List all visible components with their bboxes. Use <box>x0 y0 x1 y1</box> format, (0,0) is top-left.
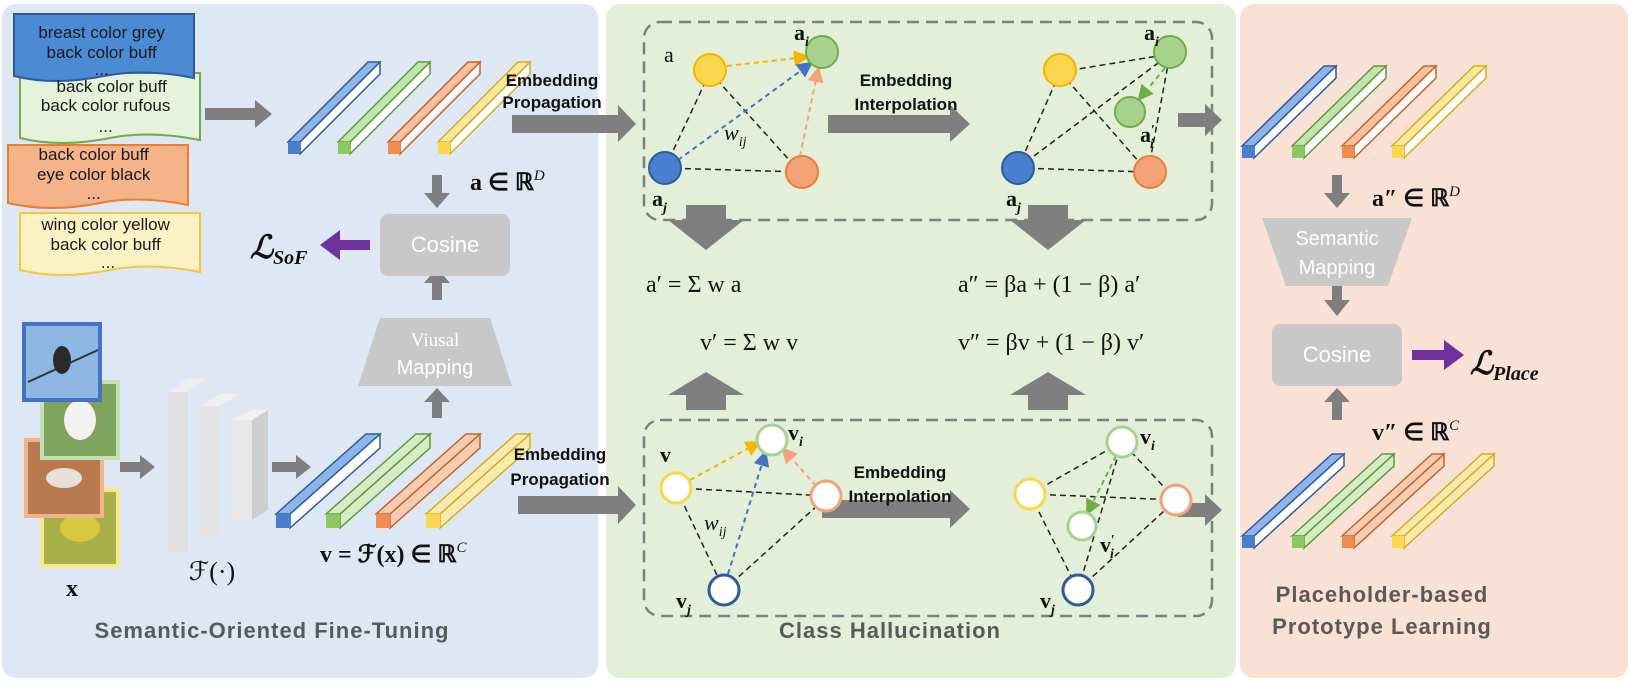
visual-embedding-bars <box>274 432 532 530</box>
x-label: x <box>66 576 78 602</box>
emb-interp-top-1: Embedding <box>860 71 953 90</box>
note-1-line-2: back color buff <box>47 43 158 62</box>
left-panel-title: Semantic-Oriented Fine-Tuning <box>95 618 450 643</box>
node-vi-bottom-left: vi <box>788 420 803 450</box>
note-2-line-3: ... <box>99 117 113 136</box>
v-equation-label: v = ℱ(x) ∈ ℝC <box>320 540 467 568</box>
wij-top: wij <box>724 120 747 150</box>
cnn-backbone <box>168 378 268 552</box>
note-4-line-1: wing color yellow <box>40 215 170 234</box>
bird-images <box>22 322 120 568</box>
note-2-line-2: back color rufous <box>41 96 170 115</box>
note-2 <box>19 72 201 144</box>
note-3-line-1: back color buff <box>39 145 150 164</box>
graph-v-label: v <box>660 442 671 467</box>
equation-v-prime: v′ = Σ w v <box>700 330 798 356</box>
visual-bar-1 <box>324 432 432 530</box>
node-vi-prime-bottom-right: v′i <box>1100 532 1115 562</box>
emb-prop-top-2: Propagation <box>502 93 601 112</box>
right-panel-title-line-2: Prototype Learning <box>1272 614 1492 639</box>
semantic-mapping-line-1: Semantic <box>1295 228 1378 250</box>
graph-v-propagation <box>659 423 843 607</box>
a-in-rd-label: a ∈ ℝD <box>470 168 545 196</box>
panel-class-hallucination <box>606 4 1236 678</box>
graph-a-propagation <box>648 35 839 189</box>
note-1-line-1: breast color grey <box>38 23 165 42</box>
emb-prop-top-1: Embedding <box>506 71 599 90</box>
emb-prop-bottom-2: Propagation <box>510 470 609 489</box>
visual-bar-2 <box>374 432 482 530</box>
attr-bar-3 <box>436 60 532 156</box>
visual-mapping-line-1: Viusal <box>411 330 459 351</box>
node-aj-top-left: aj <box>652 186 667 216</box>
bird-image-1 <box>22 322 102 402</box>
note-3 <box>7 144 189 209</box>
graph-box-bottom <box>642 418 1214 618</box>
node-vj-bottom-right: vj <box>1040 588 1055 618</box>
emb-interp-top-2: Interpolation <box>855 95 958 114</box>
v-dd-rc-label: v″ ∈ ℝC <box>1372 418 1460 446</box>
graph-v-interpolation <box>1013 425 1193 607</box>
emb-prop-bottom-1: Embedding <box>514 445 607 464</box>
loss-sof-arrow <box>320 230 370 260</box>
visual-dd-bar-1 <box>1290 452 1396 550</box>
attribute-embedding-bars <box>286 60 532 156</box>
attr-dd-bar-3 <box>1390 64 1488 160</box>
right-panel-title-line-1: Placeholder-based <box>1276 582 1489 607</box>
note-4-line-3: ... <box>101 253 115 272</box>
note-4 <box>19 212 201 276</box>
attr-dd-bar-2 <box>1340 64 1438 160</box>
node-ai-top-left: ai <box>794 20 809 50</box>
a-dd-rd-label: a″ ∈ ℝD <box>1372 184 1460 212</box>
f-label: ℱ(·) <box>189 557 235 586</box>
equation-a-double-prime: a″ = βa + (1 − β) a′ <box>958 272 1140 298</box>
attr-bar-2 <box>386 60 482 156</box>
graph-box-top <box>642 20 1214 222</box>
node-ai-top-right: ai <box>1144 20 1159 50</box>
graph-a-interpolation <box>1001 35 1187 189</box>
cosine-label-right: Cosine <box>1303 342 1371 367</box>
attr-dd-bar-0 <box>1240 64 1338 160</box>
visual-bar-0 <box>274 432 382 530</box>
emb-interp-bottom-2: Interpolation <box>849 487 952 506</box>
graph-a-label: a <box>664 42 674 67</box>
visual-mapping-line-2: Mapping <box>397 357 474 379</box>
node-vj-bottom-left: vj <box>676 588 691 618</box>
equation-a-prime: a′ = Σ w a <box>646 272 742 298</box>
cosine-box-right <box>1272 324 1402 386</box>
wij-bottom: wij <box>704 510 727 540</box>
visual-dd-bar-3 <box>1390 452 1496 550</box>
emb-interp-bottom-1: Embedding <box>854 463 947 482</box>
attr-bar-0 <box>286 60 382 156</box>
semantic-mapping-block <box>1262 218 1412 286</box>
attribute-notes: breast color grey back color buff ... ba… <box>7 13 201 276</box>
attr-bar-1 <box>336 60 432 156</box>
note-3-line-2: eye color black <box>37 165 151 184</box>
note-4-line-2: back color buff <box>51 235 162 254</box>
note-2-line-1: back color buff <box>57 77 168 96</box>
note-1 <box>13 13 195 82</box>
node-ai-prime-top-right: a′i <box>1140 122 1155 152</box>
attr-dd-bar-1 <box>1290 64 1388 160</box>
middle-panel-title: Class Hallucination <box>779 618 1001 643</box>
loss-place-arrow <box>1412 340 1464 370</box>
visual-dd-bar-2 <box>1340 452 1446 550</box>
loss-sof: ℒSoF <box>250 229 308 269</box>
cosine-label-left: Cosine <box>411 232 479 257</box>
node-vi-bottom-right: vi <box>1140 424 1155 454</box>
note-1-line-3: ... <box>95 60 109 79</box>
hallucinated-attribute-bars <box>1240 64 1488 160</box>
semantic-mapping-line-2: Mapping <box>1299 257 1376 279</box>
visual-mapping-block <box>358 318 512 386</box>
node-aj-top-right: aj <box>1006 186 1021 216</box>
hallucinated-visual-bars <box>1240 452 1496 550</box>
visual-dd-bar-0 <box>1240 452 1346 550</box>
cosine-box-left <box>380 214 510 276</box>
svg-text:breast color grey back c: breast color grey back color buff ... ba… <box>37 23 175 272</box>
equation-v-double-prime: v″ = βv + (1 − β) v′ <box>958 330 1144 356</box>
loss-place: ℒPlace <box>1470 345 1539 385</box>
visual-bar-3 <box>424 432 532 530</box>
note-3-line-3: ... <box>87 184 101 203</box>
